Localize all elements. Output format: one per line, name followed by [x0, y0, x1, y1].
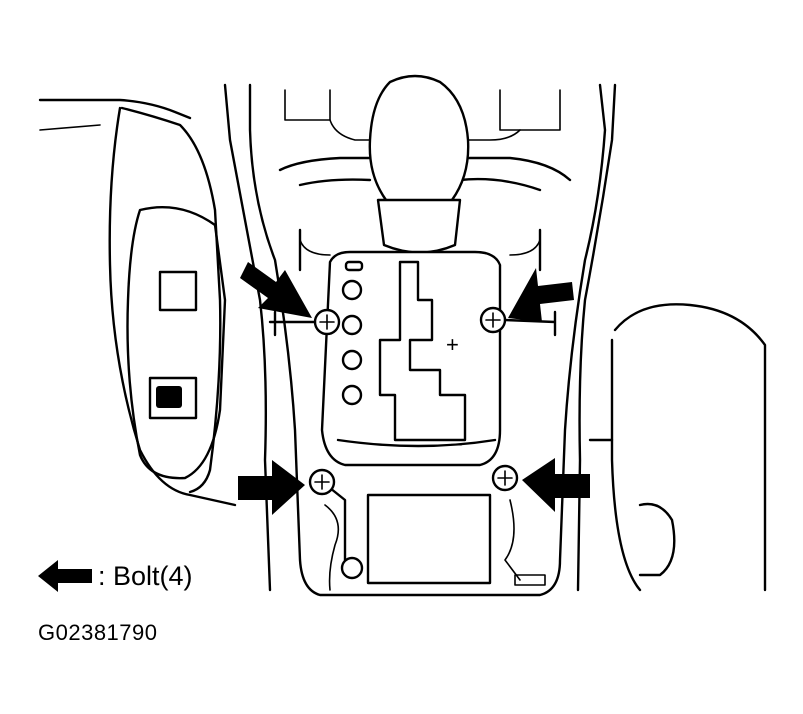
- plus-marking: +: [446, 332, 459, 357]
- arrow-left-icon: [38, 560, 92, 592]
- left-seat-panel: [38, 98, 237, 507]
- bolt-bottom-left: [308, 468, 336, 496]
- arrow-bottom-right-icon: [522, 458, 590, 512]
- right-seat-panel: [588, 303, 767, 592]
- bolt-top-left: [268, 308, 341, 337]
- bolt-legend: : Bolt(4): [38, 556, 193, 596]
- minus-marking: −: [450, 432, 463, 457]
- arrow-top-right-icon: [508, 268, 574, 322]
- shift-knob: [368, 74, 470, 292]
- arrow-top-left-icon: [240, 262, 312, 318]
- bolt-top-right: [479, 306, 557, 337]
- callout-arrows: [238, 262, 590, 515]
- shift-cover-plate: + −: [320, 250, 502, 467]
- legend-label: : Bolt(4): [98, 560, 193, 591]
- arrow-bottom-left-icon: [238, 460, 305, 515]
- shifter-housing: [318, 478, 546, 591]
- figure-code: G02381790: [38, 620, 158, 645]
- bolt-bottom-right: [491, 464, 519, 492]
- bolts: [268, 306, 557, 496]
